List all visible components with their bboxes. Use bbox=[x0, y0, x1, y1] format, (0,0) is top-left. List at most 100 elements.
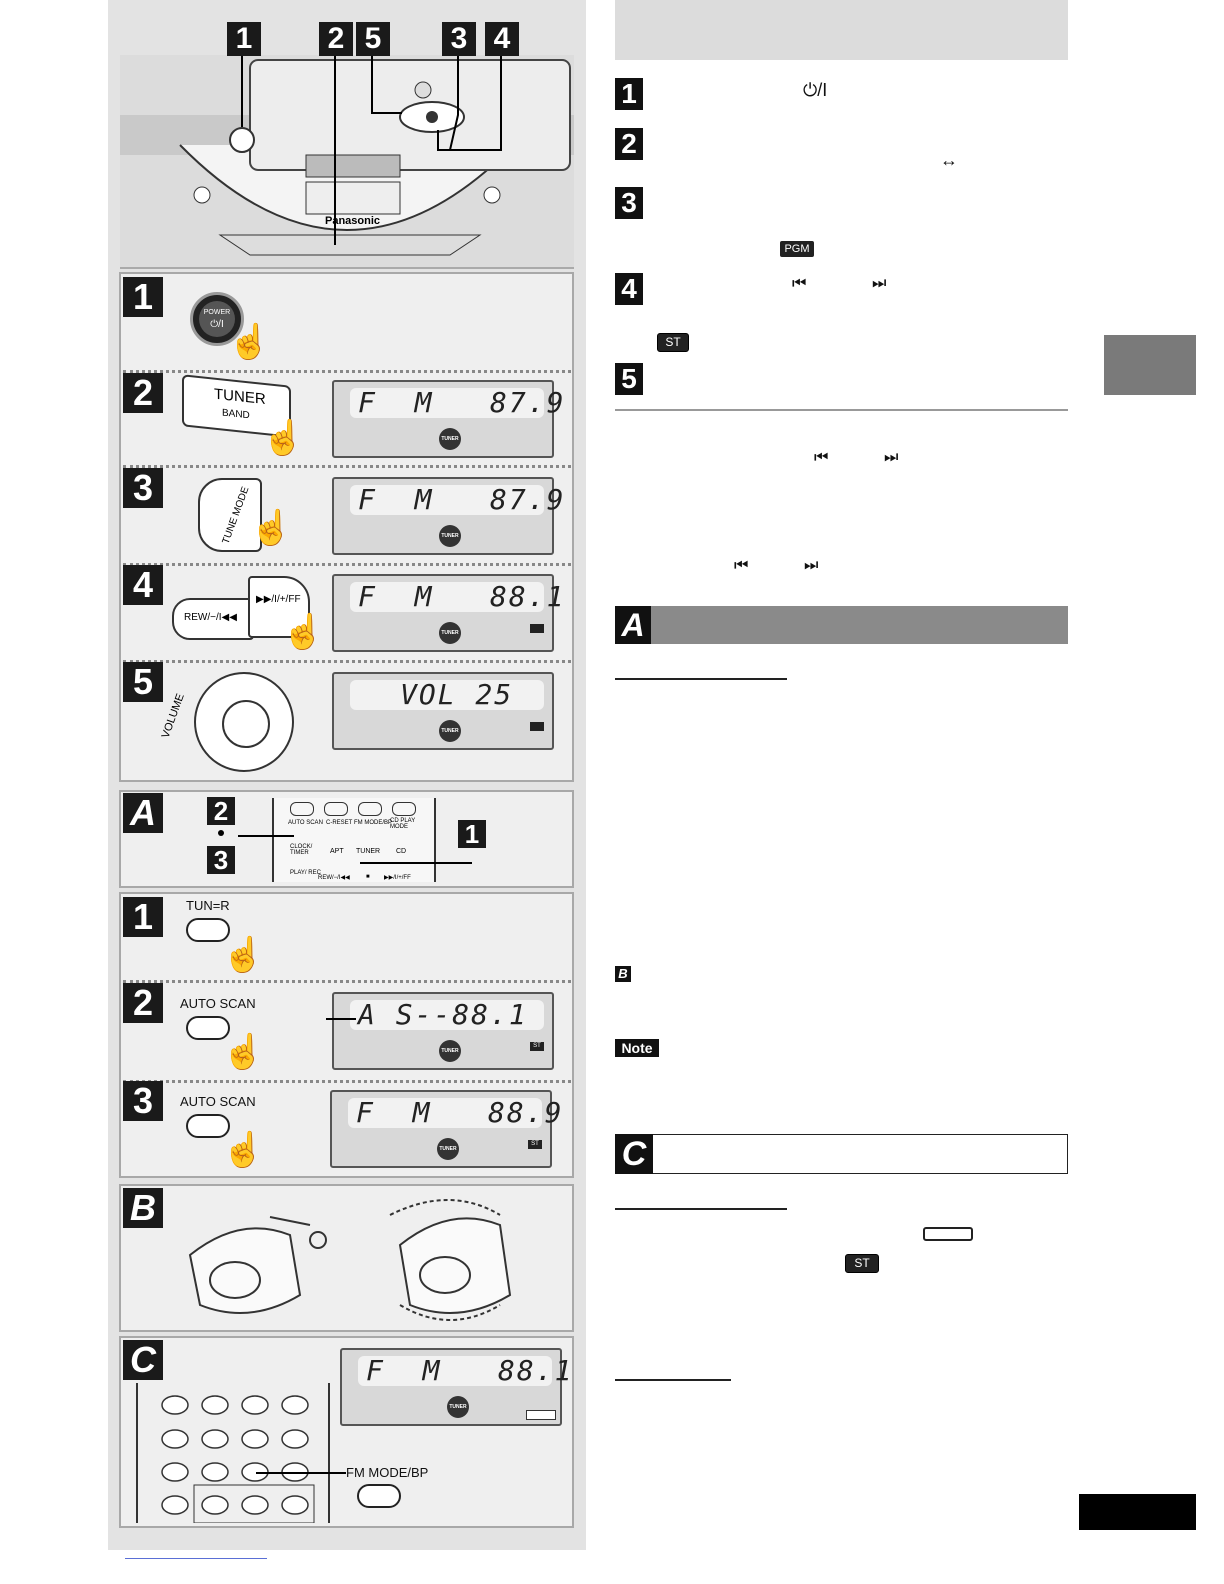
right-step-4-number: 4 bbox=[615, 273, 643, 305]
callout-4: 4 bbox=[485, 22, 519, 56]
st-badge: ST bbox=[657, 333, 689, 352]
lcd-tuner-badge: TUNER bbox=[439, 1040, 461, 1062]
callout-2: 2 bbox=[319, 22, 353, 56]
callout-line bbox=[360, 862, 472, 864]
fm-mode-bp-label: FM MODE/BP bbox=[346, 1465, 429, 1480]
lcd-display: F M 87.9 TUNER bbox=[332, 477, 563, 555]
tuner-button-label: TUN=R bbox=[186, 898, 230, 913]
remote-label-auto-scan: AUTO SCAN bbox=[288, 820, 323, 826]
remote-label-stop: ■ bbox=[366, 874, 370, 880]
remote-label-apt: APT bbox=[330, 848, 344, 855]
ff-button: ▶▶/I/+/FF bbox=[248, 576, 310, 638]
section-a-header-letter: A bbox=[615, 606, 651, 644]
volume-knob bbox=[194, 672, 294, 772]
subheading-underline bbox=[615, 678, 787, 680]
section-b-marker: B bbox=[615, 966, 631, 982]
lcd-mono-indicator bbox=[526, 1410, 556, 1420]
power-icon: ⏻/I bbox=[803, 80, 828, 100]
power-button-label: POWER bbox=[203, 309, 231, 316]
callout-3: 3 bbox=[207, 846, 235, 874]
antenna-illustration bbox=[188, 1199, 512, 1321]
rew-button: REW/−/I◀◀ bbox=[172, 598, 254, 640]
hand-pointer-icon: ☝ bbox=[222, 1131, 265, 1169]
step-divider bbox=[123, 660, 571, 663]
page-number-tab bbox=[1079, 1494, 1196, 1530]
step-4-number: 4 bbox=[123, 565, 163, 605]
section-c-header-bar bbox=[615, 1134, 1068, 1174]
page-header-bar bbox=[615, 0, 1068, 60]
skip-forward-icon: ⏭ bbox=[884, 449, 899, 466]
skip-forward-icon: ⏭ bbox=[804, 557, 819, 574]
subheading-underline bbox=[615, 1208, 787, 1210]
lcd-display: F M 87.9 TUNER bbox=[332, 380, 563, 458]
remote-label-fm-mode: FM MODE/BP bbox=[354, 820, 393, 826]
lcd-tuner-badge: TUNER bbox=[437, 1138, 459, 1160]
tune-mode-button: TUNE MODE bbox=[198, 478, 262, 552]
hand-pointer-icon: ☝ bbox=[222, 1033, 265, 1071]
section-a-letter: A bbox=[123, 793, 163, 833]
scan-step-1-number: 1 bbox=[123, 897, 163, 937]
tuner-button-illustration bbox=[186, 918, 230, 942]
fm-mode-bp-button-illustration bbox=[357, 1484, 401, 1508]
lcd-text: F M 88.1 bbox=[350, 582, 563, 612]
callout-1: 1 bbox=[227, 22, 261, 56]
step-divider bbox=[123, 563, 571, 566]
remote-label-cd-play-mode: CD PLAY MODE bbox=[390, 818, 416, 830]
brand-label: Panasonic bbox=[325, 215, 381, 227]
swap-arrow-icon: ↔ bbox=[940, 150, 958, 170]
rew-button-label: REW/−/I◀◀ bbox=[184, 612, 237, 623]
lcd-tuner-badge: TUNER bbox=[439, 428, 461, 450]
hand-pointer-icon: ☝ bbox=[282, 613, 325, 651]
callout-1: 1 bbox=[458, 820, 486, 848]
mono-indicator-box bbox=[923, 1227, 973, 1241]
callout-line bbox=[238, 835, 294, 837]
step-divider bbox=[123, 465, 571, 468]
section-c-letter: C bbox=[123, 1340, 163, 1380]
step-divider bbox=[123, 980, 571, 983]
ff-button-label: ▶▶/I/+/FF bbox=[256, 594, 301, 605]
divider bbox=[615, 409, 1068, 411]
lcd-text: A S--88.1 bbox=[350, 1000, 544, 1030]
step-1-number: 1 bbox=[123, 277, 163, 317]
power-symbol: ⏻/I bbox=[210, 319, 224, 330]
lcd-tuner-badge: TUNER bbox=[439, 720, 461, 742]
remote-label-c-reset: C-RESET bbox=[326, 820, 353, 826]
callout-2: 2 bbox=[207, 797, 235, 825]
skip-forward-icon: ⏭ bbox=[872, 275, 887, 292]
step-3-number: 3 bbox=[123, 468, 163, 508]
lcd-text: F M 88.1 bbox=[358, 1356, 571, 1386]
hand-pointer-icon: ☝ bbox=[228, 323, 271, 361]
lcd-st-badge: ST bbox=[530, 1042, 544, 1051]
right-step-1-number: 1 bbox=[615, 78, 643, 110]
lcd-tuner-badge: TUNER bbox=[439, 525, 461, 547]
lcd-display: F M 88.1 TUNER bbox=[332, 574, 563, 652]
step-divider bbox=[123, 370, 571, 373]
bullet-dot bbox=[218, 830, 224, 836]
skip-back-icon: ⏮ bbox=[814, 449, 829, 466]
lcd-text: F M 87.9 bbox=[350, 388, 563, 418]
section-c-header-letter: C bbox=[615, 1134, 653, 1174]
st-badge: ST bbox=[845, 1254, 879, 1273]
skip-back-icon: ⏮ bbox=[734, 557, 749, 574]
remote-keypad-illustration bbox=[136, 1383, 330, 1524]
keypad-buttons bbox=[161, 1395, 315, 1524]
hand-pointer-icon: ☝ bbox=[250, 509, 293, 547]
lcd-st-badge: ST bbox=[528, 1140, 542, 1149]
pgm-badge: PGM bbox=[780, 241, 814, 257]
right-step-3-number: 3 bbox=[615, 187, 643, 219]
auto-scan-label: AUTO SCAN bbox=[180, 996, 256, 1011]
scan-step-2-number: 2 bbox=[123, 983, 163, 1023]
hand-pointer-icon: ☝ bbox=[262, 419, 305, 457]
section-b-letter: B bbox=[123, 1188, 163, 1228]
side-tab bbox=[1104, 335, 1196, 395]
lcd-tuner-badge: TUNER bbox=[439, 622, 461, 644]
step-2-number: 2 bbox=[123, 373, 163, 413]
callout-line bbox=[256, 1472, 346, 1474]
remote-label-play-rec: PLAY/ REC bbox=[290, 870, 321, 876]
callout-line bbox=[326, 1018, 356, 1020]
subheading-underline bbox=[615, 1379, 731, 1381]
note-badge: Note bbox=[615, 1039, 659, 1057]
auto-scan-label: AUTO SCAN bbox=[180, 1094, 256, 1109]
callout-5: 5 bbox=[356, 22, 390, 56]
lcd-indicator bbox=[530, 624, 544, 633]
